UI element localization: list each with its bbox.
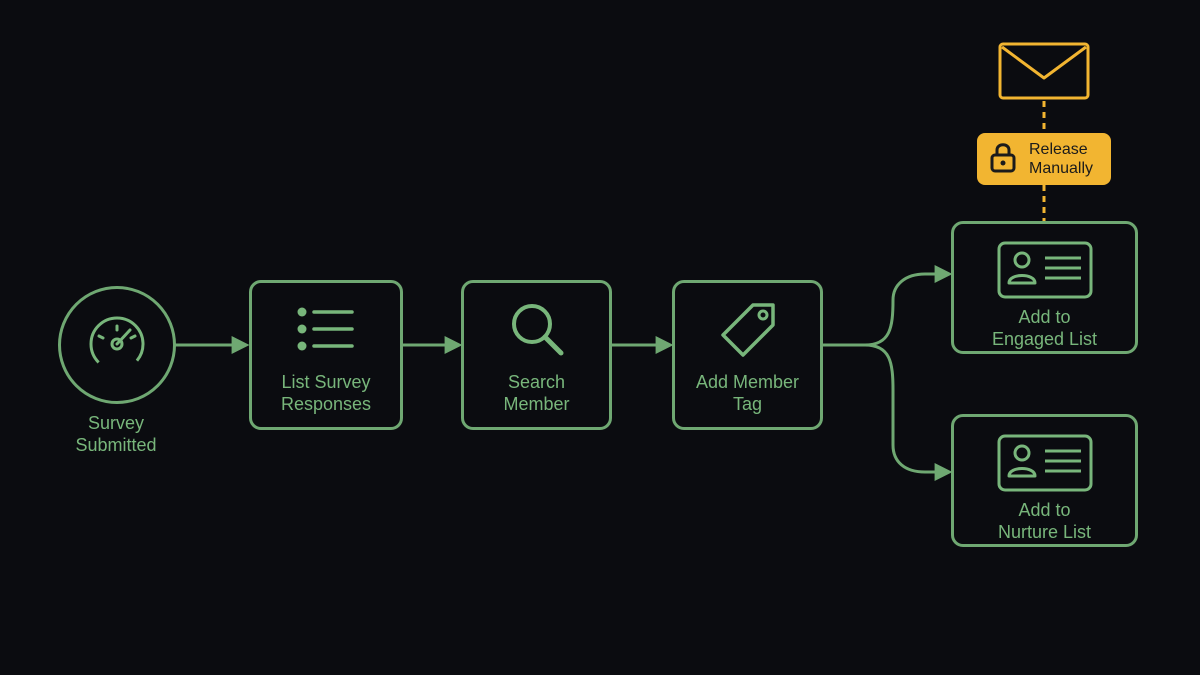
add-to-nurture-list-step[interactable]: Add to Nurture List (951, 414, 1138, 547)
add-to-nurture-list-label: Add to Nurture List (997, 500, 1092, 542)
add-member-tag-label: Add Member Tag (695, 372, 800, 414)
search-member-step[interactable]: Search Member (461, 280, 612, 430)
edge-tag-to-nurture (864, 343, 953, 481)
add-to-engaged-list-label: Add to Engaged List (991, 307, 1098, 349)
add-to-engaged-list-step[interactable]: Add to Engaged List (951, 221, 1138, 354)
lock-icon (989, 141, 1017, 178)
list-survey-responses-label: List Survey Responses (280, 372, 372, 414)
contact-card-icon (954, 434, 1135, 494)
magnifier-icon (464, 299, 609, 359)
survey-submitted-trigger[interactable] (58, 286, 176, 404)
tag-icon (675, 299, 820, 365)
add-member-tag-step[interactable]: Add Member Tag (672, 280, 823, 430)
contact-card-icon (954, 241, 1135, 301)
release-manually-label: Release Manually (1029, 141, 1094, 177)
edge-tag-to-engaged (822, 265, 953, 347)
envelope-icon (998, 42, 1090, 100)
release-manually-gate[interactable]: Release Manually (977, 133, 1111, 185)
list-icon (252, 305, 400, 353)
list-survey-responses-step[interactable]: List Survey Responses (249, 280, 403, 430)
search-member-label: Search Member (503, 372, 570, 414)
speedometer-icon (61, 314, 173, 374)
survey-submitted-label: Survey Submitted (75, 413, 157, 455)
